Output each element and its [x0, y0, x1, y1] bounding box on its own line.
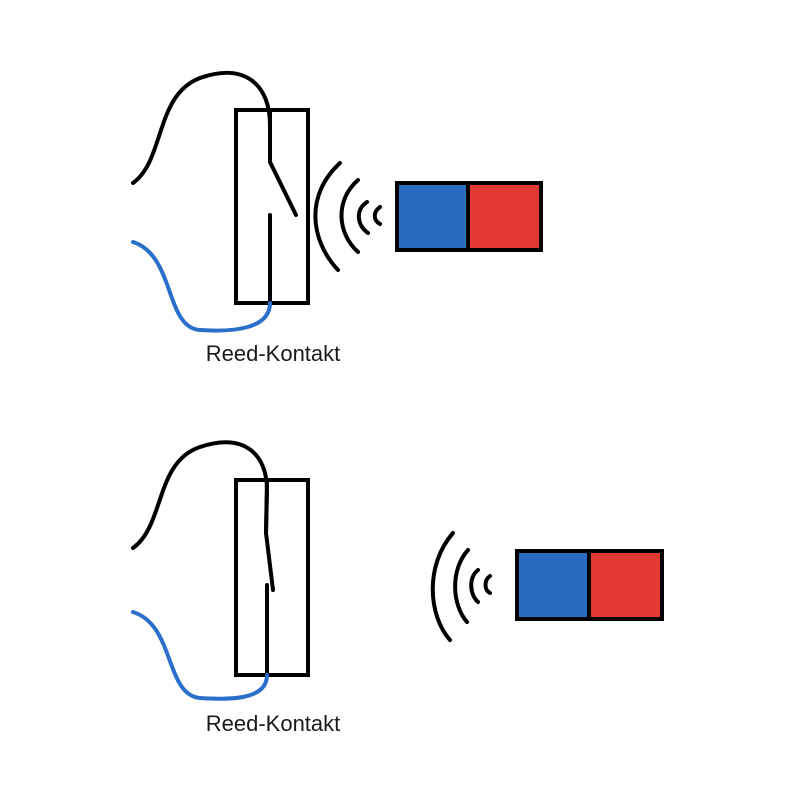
reed-switch-bottom — [131, 440, 664, 701]
magnet-top — [395, 181, 543, 252]
reed-housing — [234, 478, 310, 677]
magnet-south-pole — [466, 181, 543, 252]
black-wire — [131, 440, 270, 550]
blue-wire — [131, 240, 272, 333]
contact-upper — [263, 478, 275, 592]
blue-wire — [131, 610, 269, 701]
magnetic-field-waves — [430, 531, 492, 642]
magnetic-field-waves — [313, 161, 382, 272]
magnet-south-pole — [587, 549, 664, 621]
reed-contact-label-top: Reed-Kontakt — [205, 341, 341, 366]
magnet-bottom — [515, 549, 664, 621]
reed-contact-label-bottom: Reed-Kontakt — [205, 711, 341, 736]
magnet-north-pole — [515, 549, 591, 621]
black-wire — [131, 70, 272, 185]
contact-upper — [268, 108, 298, 217]
reed-switch-top — [131, 70, 543, 333]
magnet-north-pole — [395, 181, 470, 252]
